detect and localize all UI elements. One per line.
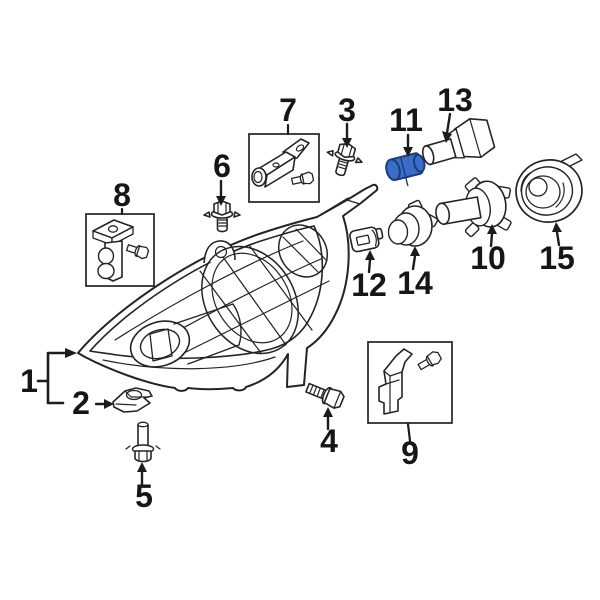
callout-10-arrow (489, 232, 494, 248)
callout-9-leader (406, 422, 412, 443)
callout-2-arrowhead (104, 399, 114, 409)
callout-11-label[interactable]: 11 (389, 102, 423, 138)
callout-7[interactable]: 7 (279, 92, 297, 136)
callout-4[interactable]: 4 (320, 407, 338, 459)
callout-13-label[interactable]: 13 (437, 82, 473, 118)
callout-3-arrowhead (342, 138, 352, 148)
part-15-cap[interactable] (510, 153, 587, 228)
callout-14[interactable]: 14 (397, 246, 433, 301)
part-7-bracket-kit[interactable] (248, 133, 320, 203)
headlamp-detail-lines (89, 197, 361, 370)
callout-9-label[interactable]: 9 (401, 435, 419, 471)
callout-15-label[interactable]: 15 (539, 240, 575, 276)
part-9-bracket-kit[interactable] (367, 341, 453, 424)
callout-2-label[interactable]: 2 (72, 385, 90, 421)
part-8-bracket-kit[interactable] (85, 213, 155, 287)
callout-5-label[interactable]: 5 (135, 478, 153, 514)
callout-5[interactable]: 5 (135, 462, 153, 514)
callout-12-arrowhead (365, 250, 375, 260)
callout-10-label[interactable]: 10 (470, 240, 506, 276)
callout-12[interactable]: 12 (351, 250, 387, 303)
callout-4-arrowhead (323, 407, 333, 417)
callout-6-label[interactable]: 6 (213, 148, 231, 184)
callout-1-arrowhead (65, 348, 77, 358)
part-10-bulb[interactable] (431, 171, 518, 242)
callout-8-label[interactable]: 8 (113, 177, 131, 213)
callout-11-arrowhead (403, 147, 413, 157)
callout-12-arrow (367, 258, 372, 274)
part-2-clip[interactable] (112, 387, 153, 413)
part-6-bolt[interactable] (203, 200, 241, 233)
callout-13-arrow (445, 112, 452, 135)
callout-1[interactable]: 1 (20, 348, 77, 405)
callout-14-arrowhead (410, 246, 420, 256)
part-13-bulb-hex-base[interactable] (417, 114, 496, 172)
callout-3-label[interactable]: 3 (338, 92, 356, 128)
callout-6-arrowhead (216, 196, 226, 206)
part-12-wedge-bulb[interactable] (349, 225, 385, 253)
part-5-screw[interactable] (125, 421, 161, 463)
callout-5-arrowhead (137, 462, 147, 472)
callout-9[interactable]: 9 (401, 422, 419, 471)
part-1-headlamp-assembly[interactable] (77, 183, 379, 392)
callout-11[interactable]: 11 (389, 102, 423, 157)
callout-2[interactable]: 2 (72, 385, 114, 421)
part-4-bolt[interactable] (304, 379, 345, 410)
callout-15-arrowhead (552, 222, 562, 232)
callout-15-arrow (555, 230, 561, 247)
callout-12-label[interactable]: 12 (351, 267, 387, 303)
callout-1-bracket (36, 351, 67, 405)
callout-7-label[interactable]: 7 (279, 92, 297, 128)
callout-4-label[interactable]: 4 (320, 423, 338, 459)
callout-14-arrow (411, 254, 417, 271)
callout-14-label[interactable]: 14 (397, 265, 433, 301)
callout-10[interactable]: 10 (470, 224, 506, 276)
callout-13-arrowhead (442, 131, 452, 143)
callout-8[interactable]: 8 (113, 177, 131, 216)
callout-3[interactable]: 3 (338, 92, 356, 148)
callout-13[interactable]: 13 (437, 82, 473, 143)
callout-1-label[interactable]: 1 (20, 363, 38, 399)
callout-15[interactable]: 15 (539, 222, 575, 276)
part-14-socket[interactable] (387, 199, 439, 247)
part-11-socket-highlighted[interactable] (384, 152, 429, 190)
part-3-bolt[interactable] (322, 139, 366, 180)
callout-10-arrowhead (487, 224, 497, 234)
callout-6[interactable]: 6 (213, 148, 231, 206)
